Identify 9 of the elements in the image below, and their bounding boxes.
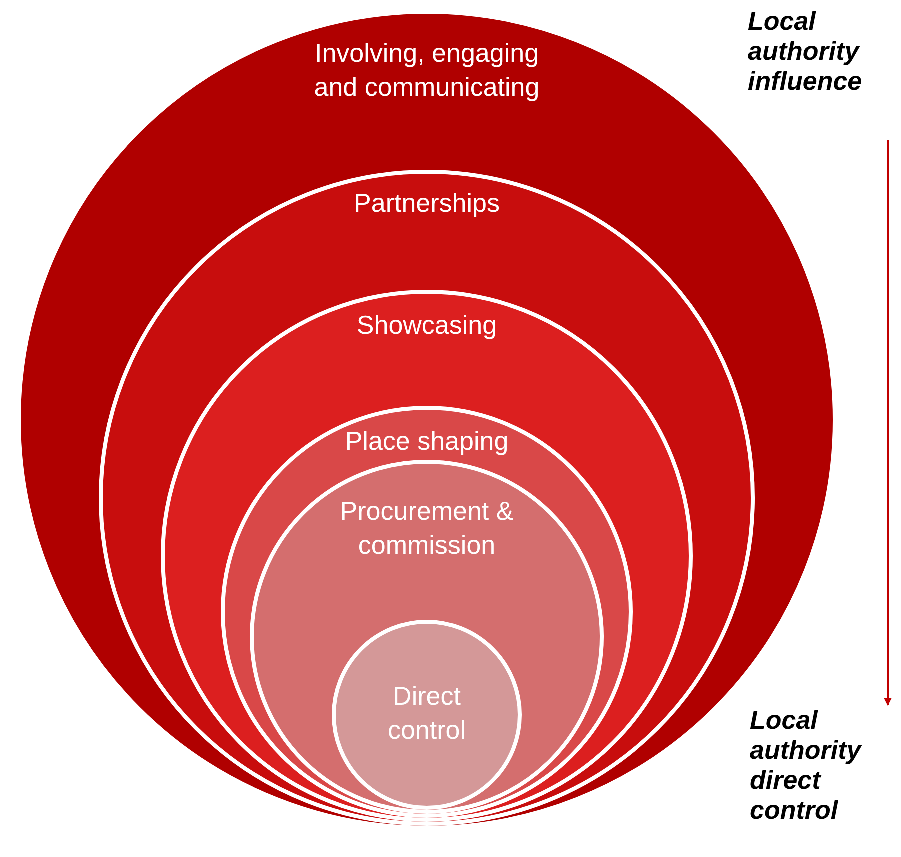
ring-label: Involving, engaging and communicating: [313, 37, 541, 104]
ring-label: Showcasing: [356, 309, 498, 342]
scale-label: Local authority direct control: [750, 705, 864, 825]
ring-label: Place shaping: [344, 425, 510, 458]
scale-label: Local authority influence: [748, 6, 864, 96]
ring-label: Procurement & commission: [339, 495, 515, 562]
ring-label: Direct control: [386, 680, 468, 747]
ring-label: Partnerships: [353, 187, 501, 220]
arrow: [884, 140, 892, 706]
